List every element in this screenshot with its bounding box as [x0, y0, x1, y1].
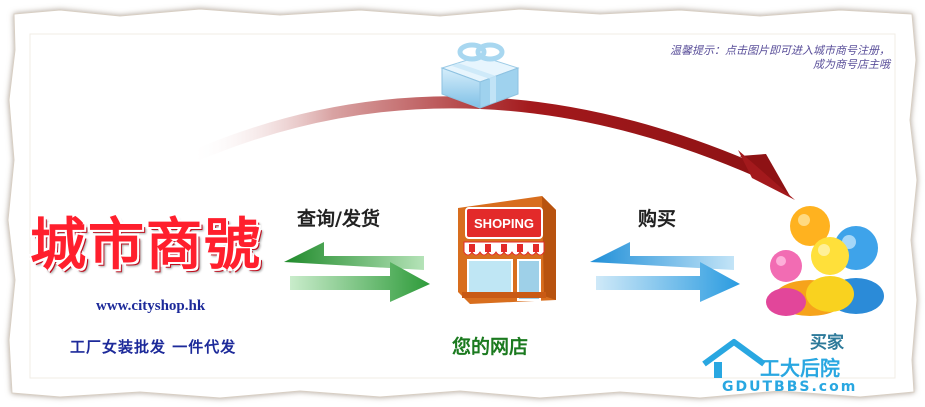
blue-exchange-arrow — [590, 242, 740, 302]
house-logo-icon — [702, 339, 766, 378]
brand-slogan: 工厂女装批发 一件代发 — [70, 338, 237, 356]
buy-label: 购买 — [638, 208, 677, 230]
watermark-subtext: GDUTBBS.com — [722, 379, 858, 395]
buyer-label: 买家 — [810, 333, 844, 353]
hint-line-2: 成为商号店主哦 — [813, 58, 890, 71]
watermark-text: 工大后院 — [760, 356, 840, 380]
brand-url[interactable]: www.cityshop.hk — [96, 298, 206, 314]
gift-box-icon — [440, 42, 520, 109]
hint-line-1: 温馨提示：点击图片即可进入城市商号注册， — [670, 44, 890, 57]
shop-storefront-icon[interactable]: SHOPING — [452, 192, 560, 304]
hint-text: 温馨提示：点击图片即可进入城市商号注册， 成为商号店主哦 — [600, 44, 890, 72]
buyers-group-icon[interactable] — [760, 198, 890, 318]
your-shop-label: 您的网店 — [452, 336, 529, 358]
green-exchange-arrow — [284, 242, 430, 302]
shop-sign-text: SHOPING — [474, 216, 534, 231]
brand-logo-text[interactable]: 城市商號 — [30, 212, 262, 278]
query-ship-label: 查询/发货 — [297, 208, 380, 230]
